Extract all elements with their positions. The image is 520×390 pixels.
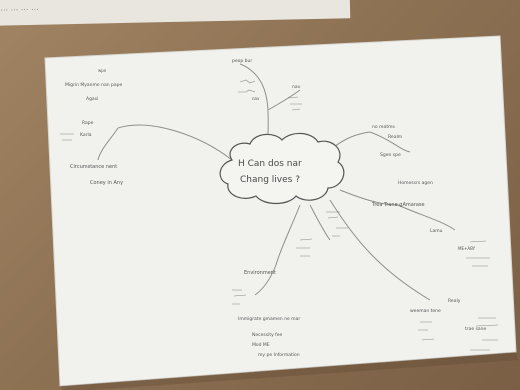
note-right-2: Realm — [388, 134, 402, 140]
note-bottom-5: my pe Information — [258, 352, 300, 358]
note-top-1: peop bur — [232, 58, 252, 64]
center-line-2: Chang lives ? — [240, 175, 300, 185]
central-cloud — [219, 132, 345, 205]
scribble-clusters — [60, 79, 499, 351]
note-bottom-4: Mod ME — [252, 342, 270, 348]
note-right-5: Trea Trane gAmarase — [371, 202, 425, 208]
handwritten-notes: wpn Migrin Myanme nan pape Agasi Rape Ka… — [65, 58, 487, 358]
note-right-6: Lamu — [430, 228, 443, 234]
note-left-4: Rape — [82, 120, 94, 126]
note-top-2: nav — [292, 85, 301, 90]
note-left-7: Coney in Any — [90, 180, 123, 186]
note-left-6: Circumstance nent — [70, 164, 117, 170]
center-line-1: H Can dos nar — [238, 159, 302, 169]
note-top-3: nav — [252, 96, 260, 101]
note-right-4: Homessrs agen — [398, 180, 433, 186]
note-right-3: Sgen spe — [380, 152, 401, 158]
paper-sheet — [44, 35, 517, 387]
note-bottom-8: trae sane — [465, 326, 487, 332]
note-right-1: no reatms — [372, 124, 395, 130]
paper-shadow — [60, 352, 518, 390]
note-bottom-2: Immigrate gmamen ne mar — [238, 316, 300, 322]
note-bottom-3: Necessity fee — [252, 332, 283, 338]
note-bottom-1: Environment — [244, 270, 276, 276]
note-right-7: ME+ABY — [458, 246, 476, 251]
note-left-1: wpn — [98, 68, 107, 73]
note-bottom-6: Realy — [448, 298, 461, 304]
mind-map-branches — [97, 63, 456, 301]
note-left-5: Karla — [80, 132, 92, 138]
note-left-3: Agasi — [86, 96, 98, 102]
note-left-2: Migrin Myanme nan pape — [65, 82, 122, 88]
note-bottom-7: weeman tene — [410, 308, 441, 314]
